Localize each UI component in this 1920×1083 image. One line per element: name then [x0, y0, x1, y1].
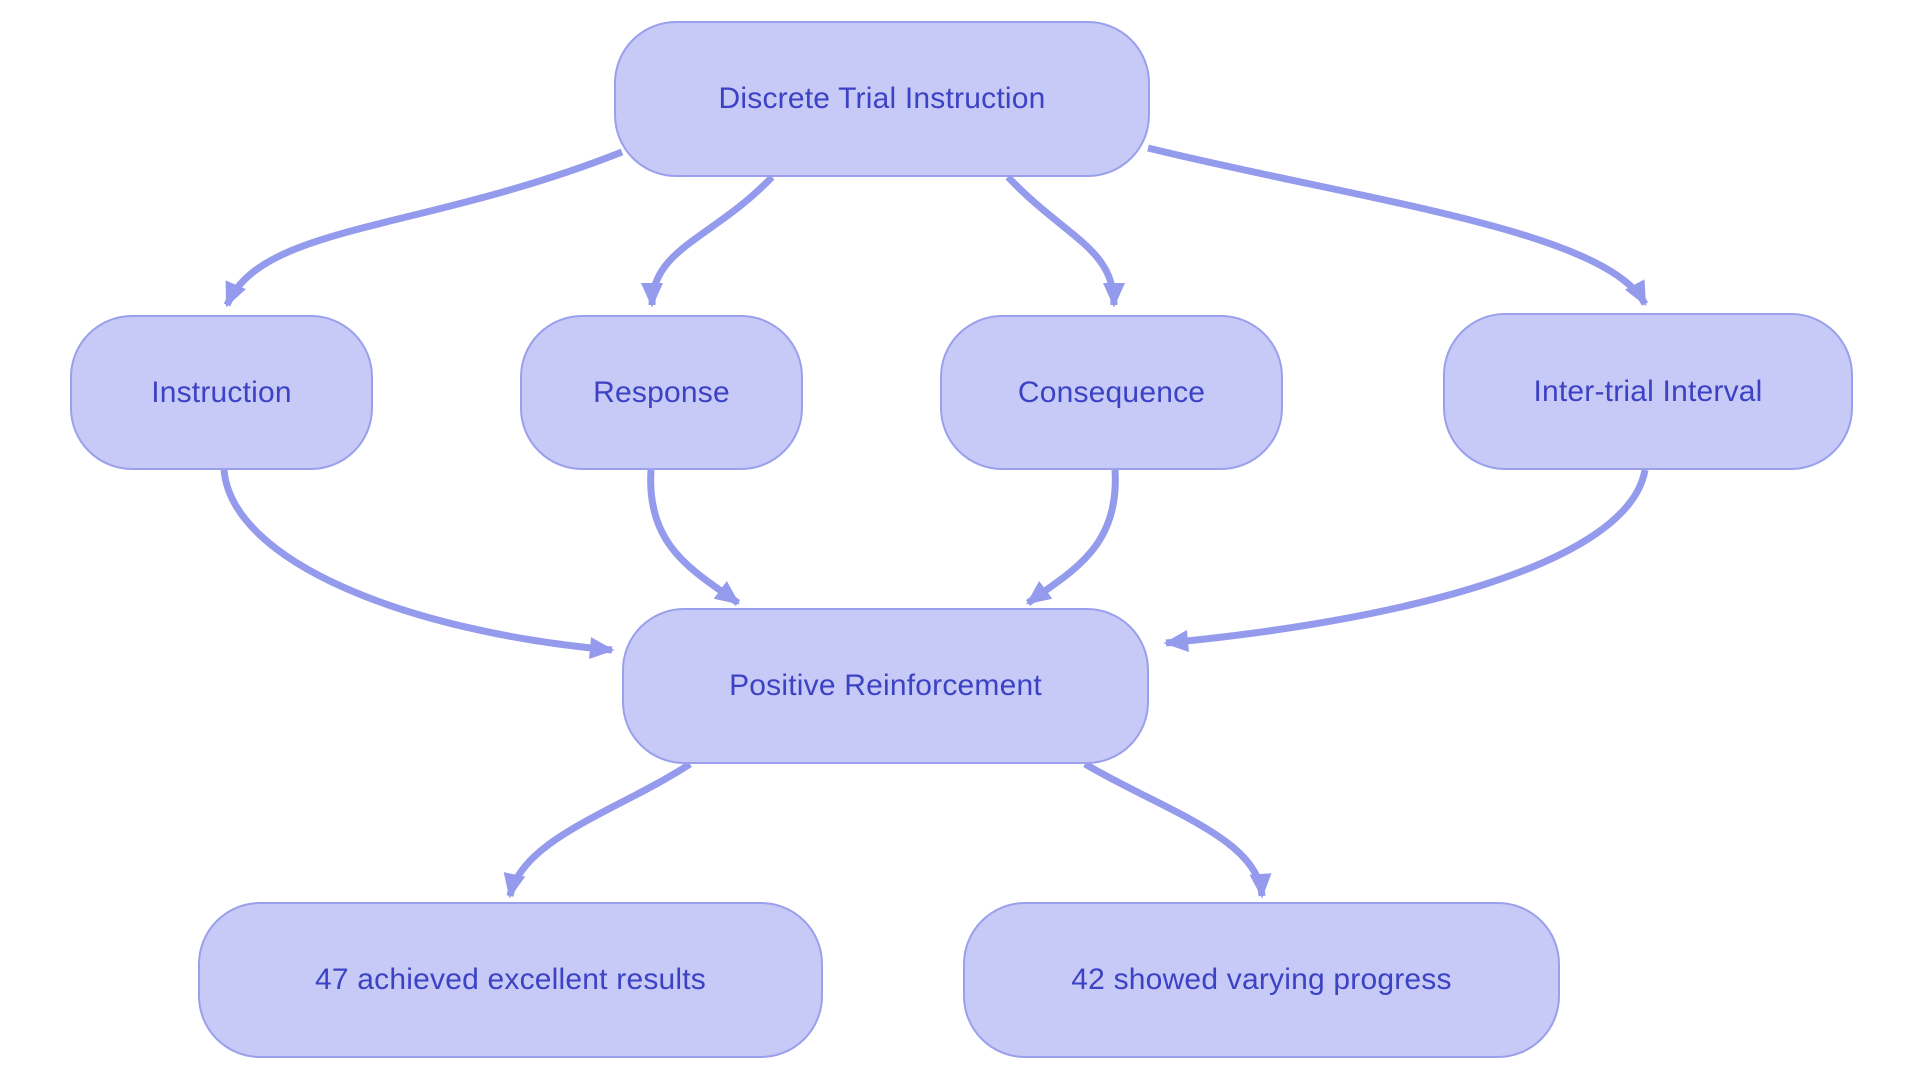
node-discrete-trial-instruction: Discrete Trial Instruction [614, 21, 1150, 177]
edge-discrete-trial-instruction-to-inter-trial-interval [1147, 144, 1649, 307]
edge-instruction-to-positive-reinforcement [220, 469, 615, 660]
node-label-positive-reinforcement: Positive Reinforcement [729, 669, 1042, 702]
node-positive-reinforcement: Positive Reinforcement [622, 608, 1149, 764]
node-label-varying-progress: 42 showed varying progress [1071, 963, 1452, 996]
node-label-consequence: Consequence [1017, 375, 1206, 409]
node-label-excellent-results: 47 achieved excellent results [314, 963, 707, 996]
edge-positive-reinforcement-to-varying-progress [1083, 760, 1272, 899]
edge-discrete-trial-instruction-to-instruction [223, 148, 624, 308]
node-consequence: Consequence [940, 315, 1283, 470]
edge-positive-reinforcement-to-excellent-results [503, 761, 692, 899]
node-label-inter-trial-interval: Inter-trial Interval [1533, 374, 1763, 408]
node-label-instruction: Instruction [151, 375, 292, 409]
node-varying-progress: 42 showed varying progress [963, 902, 1560, 1058]
edge-response-to-positive-reinforcement [647, 469, 741, 606]
edge-inter-trial-interval-to-positive-reinforcement [1163, 469, 1649, 652]
edge-discrete-trial-instruction-to-response [640, 174, 775, 308]
node-inter-trial-interval: Inter-trial Interval [1443, 313, 1853, 470]
node-instruction: Instruction [70, 315, 373, 470]
edge-consequence-to-positive-reinforcement [1025, 469, 1119, 606]
node-response: Response [520, 315, 803, 470]
node-label-discrete-trial-instruction: Discrete Trial Instruction [718, 82, 1046, 115]
node-excellent-results: 47 achieved excellent results [198, 902, 823, 1058]
edge-discrete-trial-instruction-to-consequence [1005, 174, 1126, 308]
node-label-response: Response [593, 375, 730, 409]
